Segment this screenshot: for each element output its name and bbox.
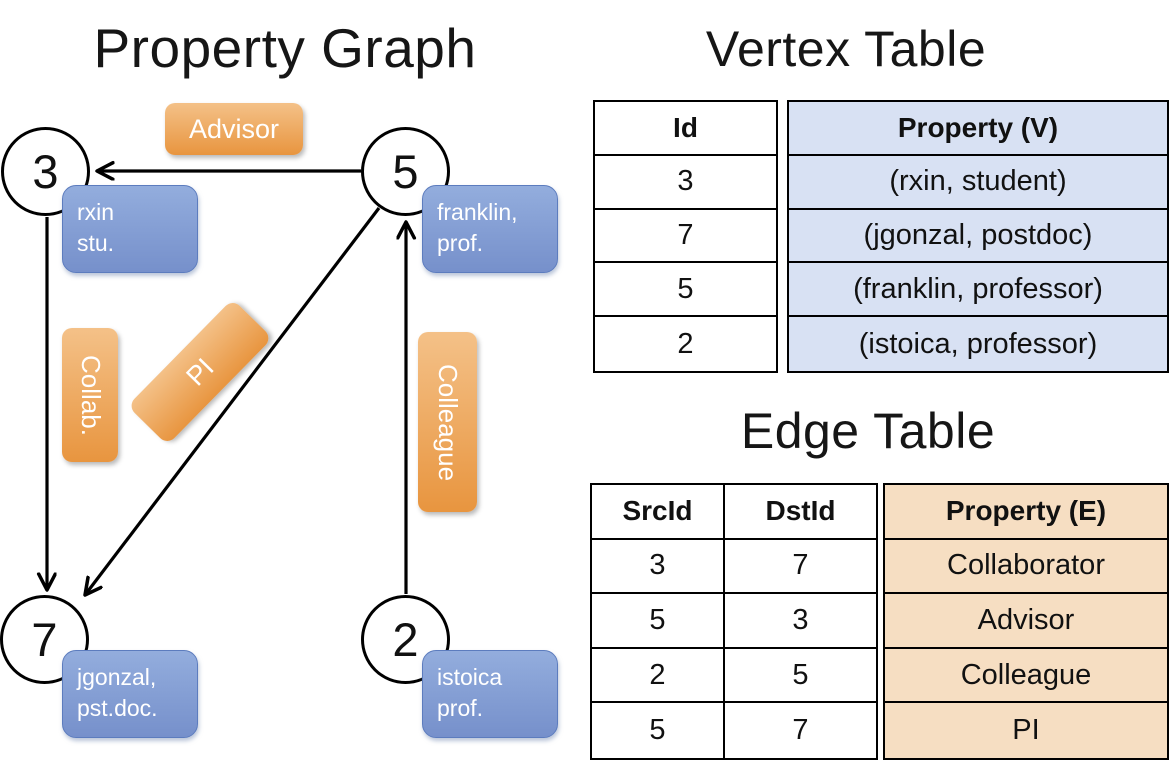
vertex-table-title: Vertex Table <box>705 21 987 77</box>
node-id-label: 5 <box>392 145 419 198</box>
edge-table-header-srcid: SrcId <box>592 485 725 540</box>
edge-table-cell: PI <box>1012 714 1040 747</box>
node-property-line: prof. <box>437 695 484 721</box>
node-2-property-box: istoica prof. <box>422 650 558 738</box>
node-property-line: jgonzal, <box>77 664 157 690</box>
node-property-line: franklin, <box>437 199 518 225</box>
vertex-table-cell: 5 <box>595 263 776 318</box>
node-property-line: istoica <box>437 664 503 690</box>
edge-table-id-columns: SrcId DstId 3 7 5 3 2 5 5 7 <box>590 483 878 760</box>
vertex-table-cell: 3 <box>595 156 776 210</box>
edge-label-advisor: Advisor <box>165 103 303 155</box>
edge-table-cell: 5 <box>592 703 725 758</box>
node-property-line: rxin <box>77 199 115 225</box>
edge-table-title: Edge Table <box>740 403 996 459</box>
edge-table-cell: 3 <box>592 539 725 595</box>
node-property-line: stu. <box>77 230 115 256</box>
vertex-table-cell: 7 <box>595 210 776 264</box>
edge-table-cell: 2 <box>592 648 725 704</box>
edge-label-colleague: Colleague <box>418 332 477 512</box>
node-3-property-box: rxin stu. <box>62 185 198 273</box>
edge-5-7-pi-line <box>85 207 381 595</box>
edge-label-text: Colleague <box>433 363 463 481</box>
edge-label-text: Collab. <box>75 354 106 436</box>
edge-table-cell: Collaborator <box>885 540 1167 595</box>
vertex-table-cell: (rxin, student) <box>789 156 1167 210</box>
vertex-table-cell: (jgonzal, postdoc) <box>789 210 1167 264</box>
node-id-label: 3 <box>32 145 59 198</box>
vertex-table-id-column: Id 3 7 5 2 <box>593 100 778 373</box>
edge-table-cell: Advisor <box>885 594 1167 649</box>
vertex-table-property-column: Property (V) (rxin, student) (jgonzal, p… <box>787 100 1169 373</box>
node-id-label: 7 <box>31 613 58 666</box>
edge-label-collab: Collab. <box>62 328 118 462</box>
node-5-property-box: franklin, prof. <box>422 185 558 273</box>
edge-table-cell: Colleague <box>885 649 1167 704</box>
edge-table-cell: 5 <box>592 594 725 649</box>
node-property-line: pst.doc. <box>77 695 158 721</box>
edge-table-cell: 7 <box>792 714 809 747</box>
edge-table-header-dstid: DstId <box>725 485 876 540</box>
vertex-table-cell: 2 <box>677 327 694 360</box>
vertex-table-header-property: Property (V) <box>789 102 1167 156</box>
edge-table-cell: 5 <box>725 649 876 704</box>
graph-node-3: 3 <box>1 127 90 216</box>
vertex-table-header-id: Id <box>595 102 776 156</box>
vertex-table-cell: (franklin, professor) <box>789 263 1167 318</box>
edge-table-cell: 7 <box>725 540 876 595</box>
edge-label-text: Advisor <box>188 113 280 144</box>
node-7-property-box: jgonzal, pst.doc. <box>62 650 198 738</box>
edge-table-property-column: Property (E) Collaborator Advisor Collea… <box>883 483 1169 760</box>
node-property-line: prof. <box>437 230 484 256</box>
edge-label-text: PI <box>179 352 220 392</box>
vertex-table-cell: (istoica, professor) <box>858 327 1098 360</box>
edge-table-cell: 3 <box>725 594 876 649</box>
edge-table-header-property: Property (E) <box>885 485 1167 540</box>
node-id-label: 2 <box>392 613 419 666</box>
property-graph-title: Property Graph <box>93 17 477 79</box>
